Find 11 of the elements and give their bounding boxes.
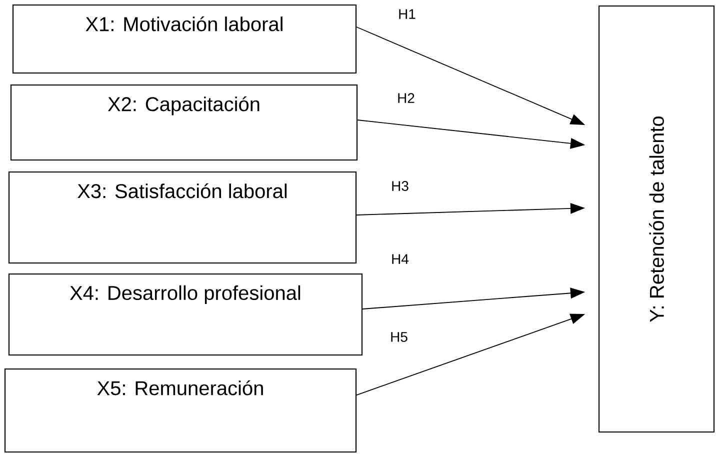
variable-box: X1: Motivación laboral — [12, 4, 357, 74]
variable-box: X3: Satisfacción laboral — [8, 171, 357, 264]
edge-label: H5 — [388, 330, 410, 344]
variable-box: X4: Desarrollo profesional — [8, 273, 363, 356]
variable-box: Y: Retención de talento — [598, 5, 715, 433]
edge-label: H1 — [396, 8, 418, 20]
edge-label: H3 — [390, 180, 410, 192]
variable-box: X5: Remuneración — [4, 368, 357, 453]
edge-label: H2 — [396, 92, 416, 104]
edge-label: H4 — [390, 252, 410, 266]
variable-box: X2: Capacitación — [10, 84, 358, 161]
